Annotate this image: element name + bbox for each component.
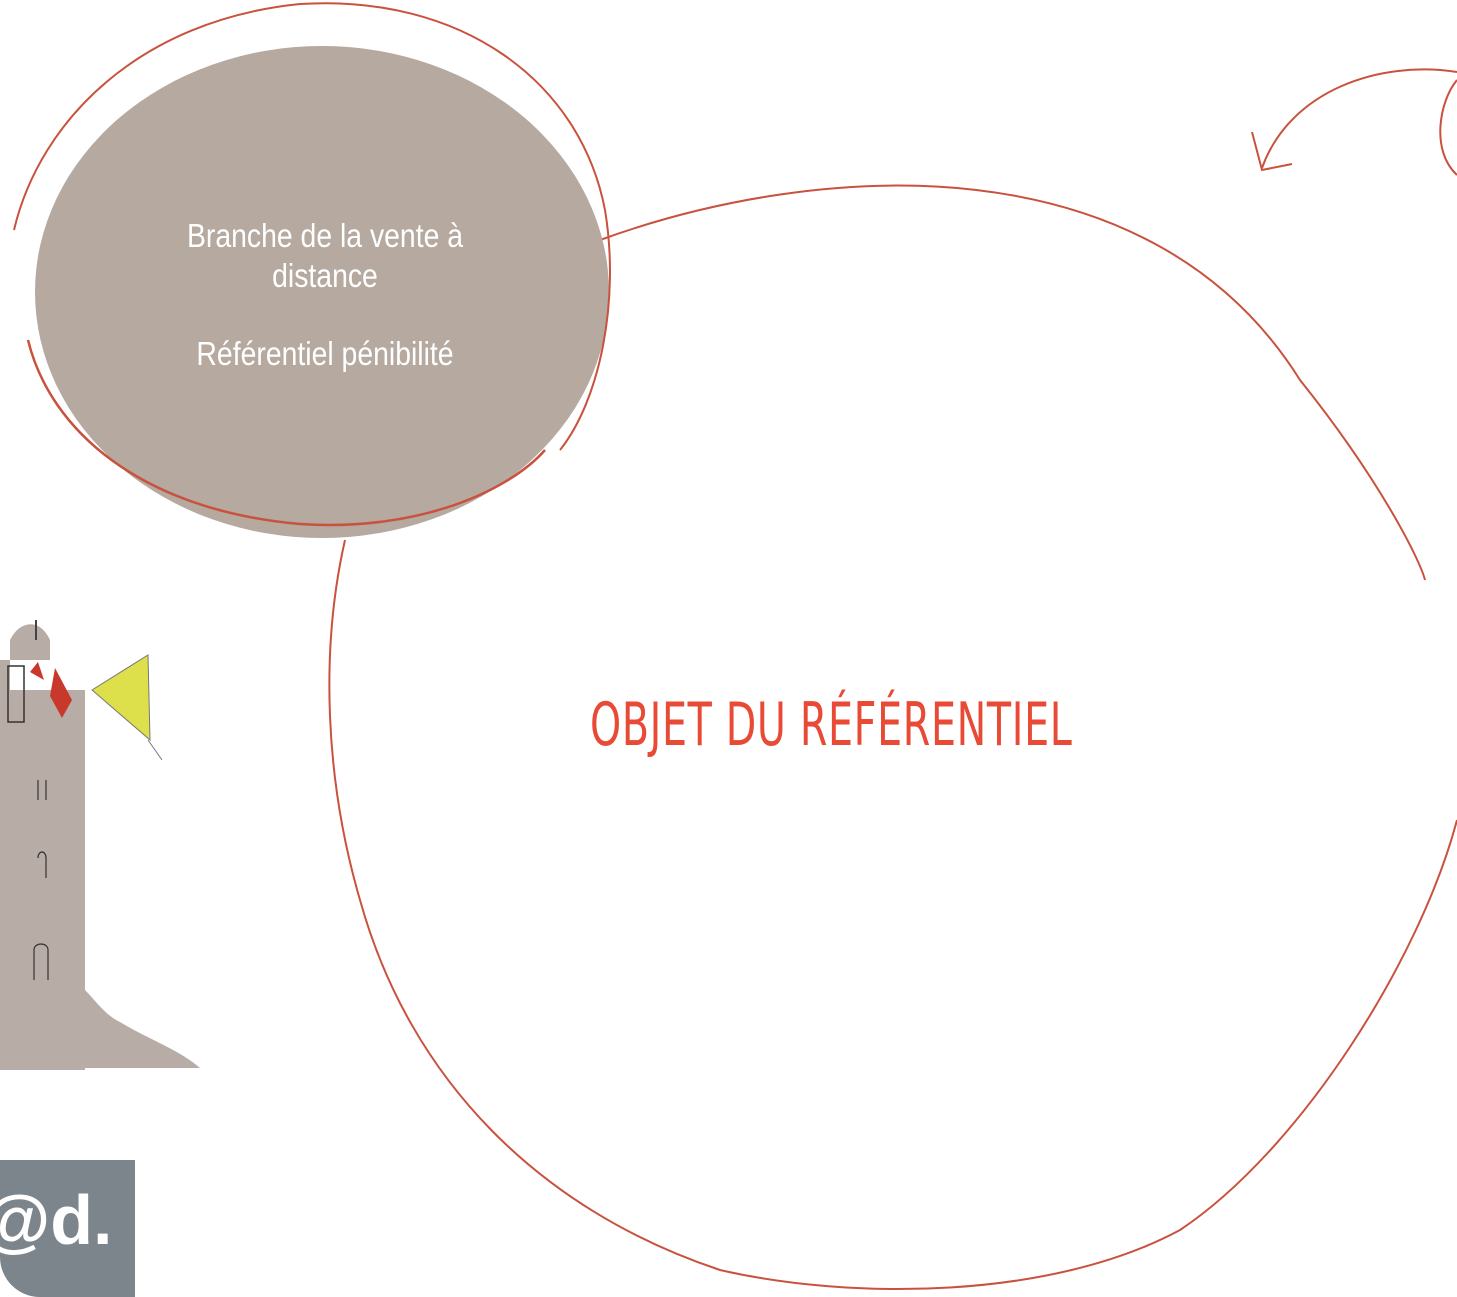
- lighthouse-icon: [0, 620, 200, 1070]
- loop-partial: [1440, 80, 1457, 175]
- logo: @d.: [0, 1160, 135, 1297]
- branch-title-line1: Branche de la vente à: [132, 216, 519, 256]
- page-title: OBJET DU RÉFÉRENTIEL: [590, 690, 999, 760]
- curved-arrow-head-icon: [1252, 132, 1292, 170]
- large-circle-outline-right: [329, 540, 1457, 1289]
- curved-arrow-icon: [1262, 69, 1457, 168]
- large-circle-outline: [600, 186, 1425, 580]
- document-subtitle: Référentiel pénibilité: [132, 334, 519, 374]
- branch-title-line2: distance: [132, 256, 519, 296]
- header-text: Branche de la vente à distance Référenti…: [132, 216, 519, 374]
- logo-text: @d.: [0, 1180, 112, 1260]
